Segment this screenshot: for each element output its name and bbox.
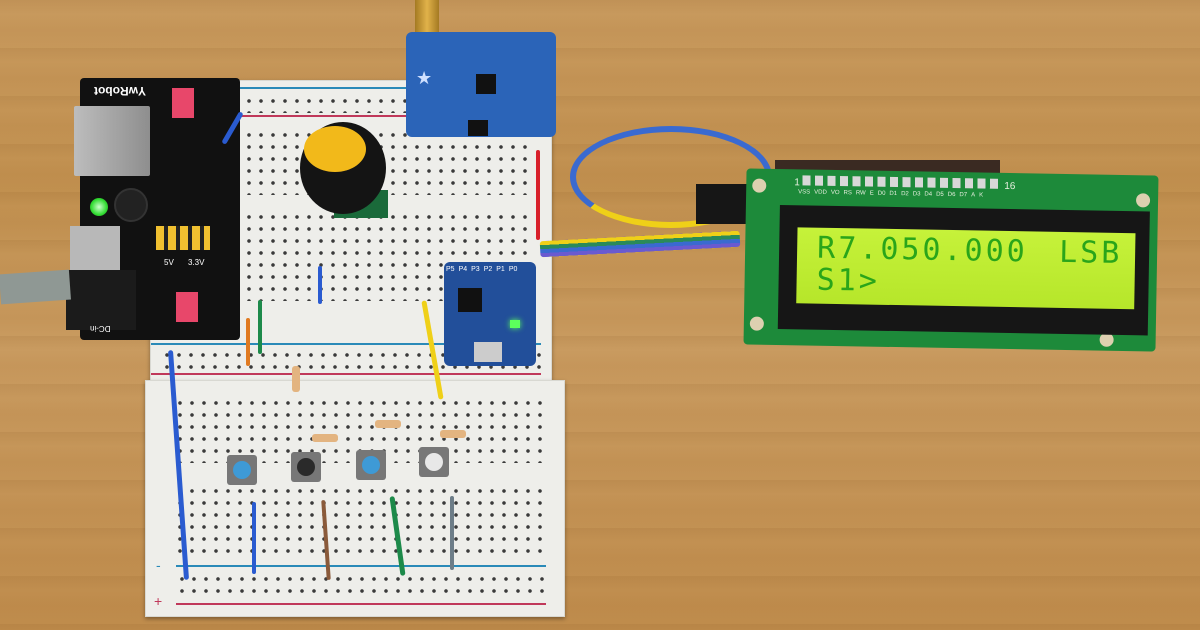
knob-cap[interactable] [304, 126, 366, 172]
ic-chip [476, 74, 496, 94]
power-module-brand: YwRobot [94, 84, 146, 98]
lcd-module: 1 16 VSS VDD VO RS RW E D0 D1 D2 D3 D4 D… [743, 168, 1159, 352]
resistor [440, 430, 466, 438]
resistor [312, 434, 338, 442]
pin-p2: P2 [483, 266, 493, 273]
rail-blue-mid [151, 343, 541, 345]
rail-blue-bottom [176, 565, 546, 567]
star-logo: ★ [416, 68, 433, 88]
lcd-mode: LSB [1058, 234, 1123, 271]
dc-barrel-jack[interactable] [66, 270, 136, 330]
button-cap [425, 453, 443, 471]
capacitor [114, 188, 148, 222]
pin-p0: P0 [508, 266, 518, 273]
lcd-pin-1-label: 1 [794, 177, 800, 189]
button-cap [233, 461, 251, 479]
pin-header-yellow [156, 226, 210, 250]
resistor [292, 366, 300, 392]
power-led [90, 198, 108, 216]
rail-red-bottom [176, 603, 546, 605]
pin-p4: P4 [458, 266, 468, 273]
wire-blue [252, 502, 256, 574]
jumper-header-top[interactable] [172, 88, 194, 118]
mount-hole [749, 316, 764, 331]
button-cap [362, 456, 380, 474]
header-connector [696, 184, 752, 224]
rail-red-mid [151, 373, 541, 375]
pin-p5: P5 [446, 266, 455, 273]
wire-green [258, 300, 262, 354]
rail-plus-label: + [154, 593, 163, 609]
pin-p1: P1 [496, 266, 505, 273]
usb-port [74, 106, 150, 176]
rail-red-top [221, 115, 541, 117]
push-button-2[interactable] [291, 452, 321, 482]
wire-gray [450, 496, 454, 570]
rail-minus-label: - [156, 557, 161, 573]
push-button-3[interactable] [356, 450, 386, 480]
lcd-menu-line: S1> [816, 262, 881, 299]
power-switch[interactable] [70, 226, 120, 270]
hole-grid [176, 573, 546, 595]
lcd-screen: R7.050.000 LSB S1> [796, 227, 1136, 310]
wire-orange [246, 318, 250, 366]
resistor [375, 420, 401, 428]
label-dc-in: DC-in [90, 324, 111, 333]
jumper-header-bottom[interactable] [176, 292, 198, 322]
lcd-pin-labels: VSS VDD VO RS RW E D0 D1 D2 D3 D4 D5 D6 … [798, 189, 984, 199]
hole-grid [174, 485, 544, 555]
rail-blue-top [221, 87, 541, 89]
mount-hole [752, 178, 767, 193]
lcd-bezel: R7.050.000 LSB S1> [777, 205, 1150, 336]
wire-blue [318, 266, 322, 304]
micro-usb-port[interactable] [474, 342, 502, 362]
mcu-chip [458, 288, 482, 312]
label-5v: 5V [164, 258, 174, 267]
ribbon-cable [539, 230, 741, 258]
label-3v3: 3.3V [188, 258, 205, 267]
ic-chip [468, 120, 488, 136]
pin-p3: P3 [471, 266, 480, 273]
button-cap [297, 458, 315, 476]
mount-hole [1135, 193, 1151, 208]
wire-red [536, 150, 540, 240]
power-cable [0, 269, 71, 305]
power-module: YwRobot 5V 3.3V DC-in [66, 78, 240, 340]
lcd-pin-16-label: 16 [1004, 180, 1016, 193]
breadboard-lower: + - [145, 380, 565, 617]
push-button-1[interactable] [227, 455, 257, 485]
lcd-pin-header [802, 175, 1003, 189]
pin-labels: P5 P4 P3 P2 P1 P0 [446, 266, 517, 273]
rf-module: ★ [406, 32, 556, 137]
push-button-4[interactable] [419, 447, 449, 477]
microcontroller-board: P5 P4 P3 P2 P1 P0 [444, 262, 536, 366]
status-led [510, 320, 520, 328]
